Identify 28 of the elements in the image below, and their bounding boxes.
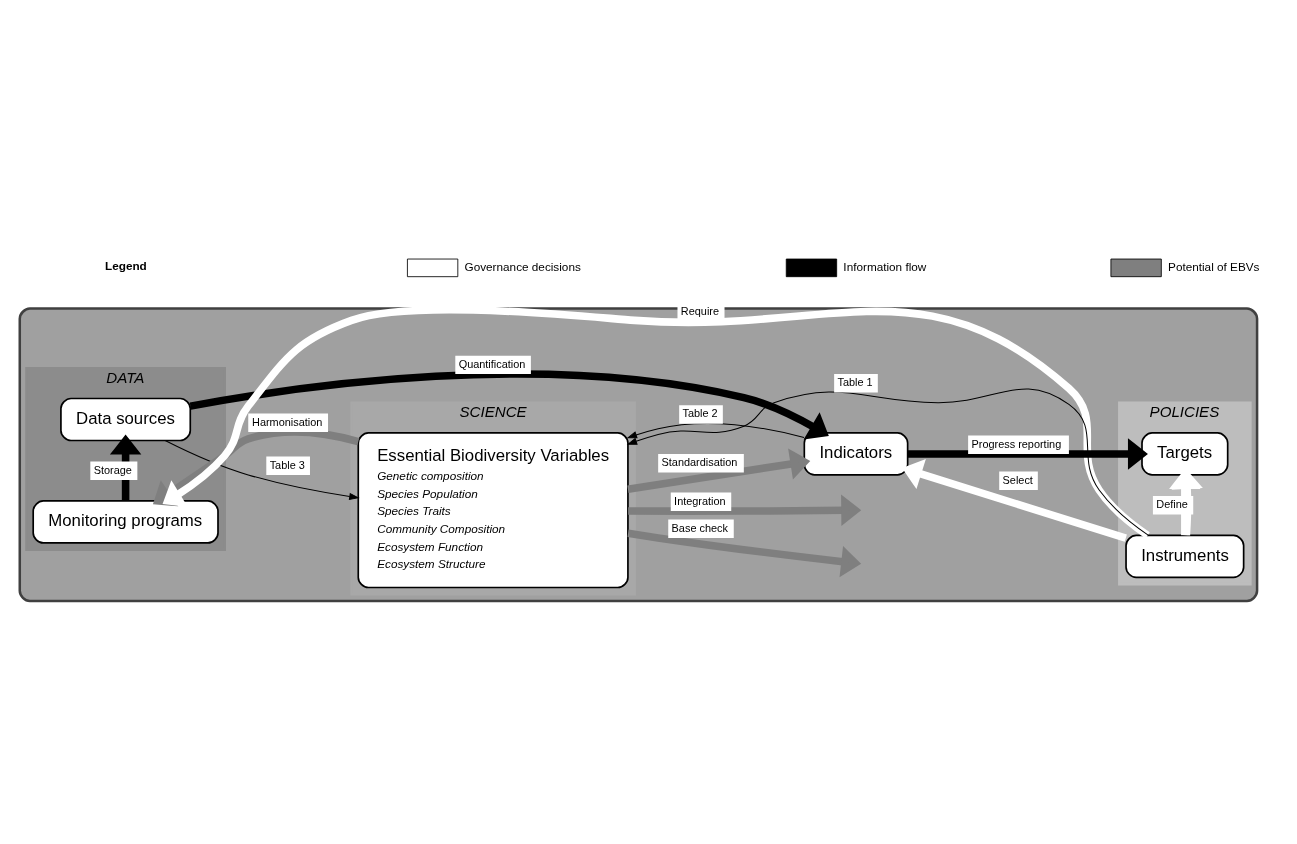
legend-label: Information flow (843, 259, 927, 273)
edge-label: Table 1 (837, 376, 873, 389)
legend-label: Potential of EBVs (1168, 259, 1260, 273)
label: Legend (105, 258, 147, 272)
arrow (627, 529, 862, 578)
node-box: Targets (1141, 432, 1229, 476)
node-box: Instruments (1125, 534, 1245, 579)
edge-label: Base check (671, 521, 728, 534)
edge-label: Integration (674, 494, 726, 507)
arrow (164, 440, 360, 501)
edge-label: Require (680, 304, 720, 317)
node-box: Indicators (803, 432, 909, 476)
edge-label: Quantification (458, 357, 526, 370)
edge-label: Progress reporting (971, 437, 1062, 450)
node-box: Essential Biodiversity Variables Genetic composition Species Population Species Traits Community Composition Ecosystem Function Ecosystem Structure (357, 432, 629, 589)
arrow (627, 448, 811, 494)
legend-label: Governance decisions (464, 259, 581, 273)
edge-label: Table 2 (682, 407, 718, 420)
edge-label: Harmonisation (252, 415, 323, 428)
edge-label: Define (1156, 498, 1188, 511)
node-box: Data sources (60, 397, 192, 442)
node-box: Monitoring programs (32, 500, 219, 544)
edge-label: Storage (93, 463, 132, 476)
arrow (902, 459, 1127, 542)
edge-label: Select (1002, 473, 1033, 486)
edge-label: Table 3 (269, 458, 305, 471)
edge-label: Standardisation (661, 456, 738, 469)
arrow (907, 438, 1148, 470)
